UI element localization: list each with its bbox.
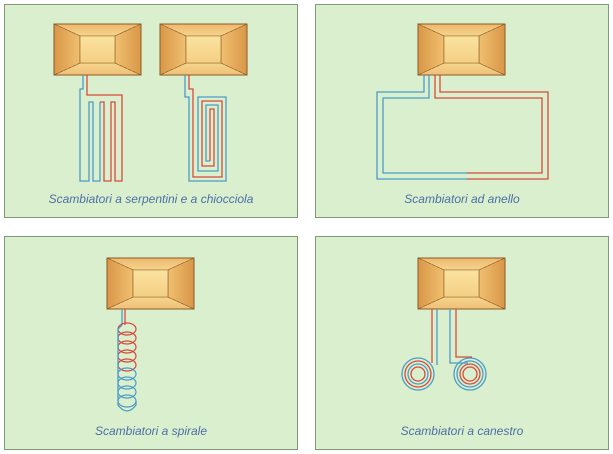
panel-ring: Scambiatori ad anello — [315, 4, 609, 218]
ring-pipe-blue-inner — [382, 75, 467, 174]
panel-serpentine-snail: Scambiatori a serpentini e a chiocciola — [4, 4, 298, 218]
caption-spiral: Scambiatori a spirale — [94, 424, 208, 438]
panel-spiral: Scambiatori a spirale — [4, 236, 298, 450]
panel-basket: Scambiatori a canestro — [315, 236, 609, 450]
basket-exchanger — [401, 309, 487, 391]
caption-basket: Scambiatori a canestro — [400, 424, 524, 438]
serpentine-pipe-red — [86, 75, 123, 182]
snail-exchanger — [184, 75, 227, 182]
ring-exchanger — [376, 75, 549, 180]
pile-cap — [106, 257, 195, 310]
ring-pipe-red-outer — [439, 75, 549, 180]
basket-pipe-red-right — [455, 309, 472, 358]
pile-cap-left — [53, 23, 142, 76]
diagram-ring — [376, 23, 549, 180]
serpentine-pipe-blue — [79, 75, 101, 182]
ring-pipe-red-inner — [434, 75, 543, 174]
caption-serpentine-snail: Scambiatori a serpentini e a chiocciola — [48, 192, 254, 206]
ring-pipe-blue-outer — [376, 75, 467, 180]
pile-cap — [417, 23, 506, 76]
serpentine-exchanger — [79, 75, 123, 182]
spiral-exchanger — [117, 309, 137, 412]
basket-pipe-blue-right — [449, 309, 468, 364]
diagram-spiral — [106, 257, 195, 412]
pile-cap — [417, 257, 506, 310]
diagram-basket — [401, 257, 506, 391]
basket-coil-left — [401, 357, 435, 391]
basket-coil-right — [453, 357, 487, 391]
spiral-coils — [117, 322, 137, 412]
pile-cap-right — [159, 23, 248, 76]
caption-ring: Scambiatori ad anello — [404, 192, 520, 206]
snail-pipe-blue — [184, 75, 227, 182]
snail-pipe-red — [188, 75, 223, 178]
diagram-serpentine-snail — [53, 23, 248, 182]
